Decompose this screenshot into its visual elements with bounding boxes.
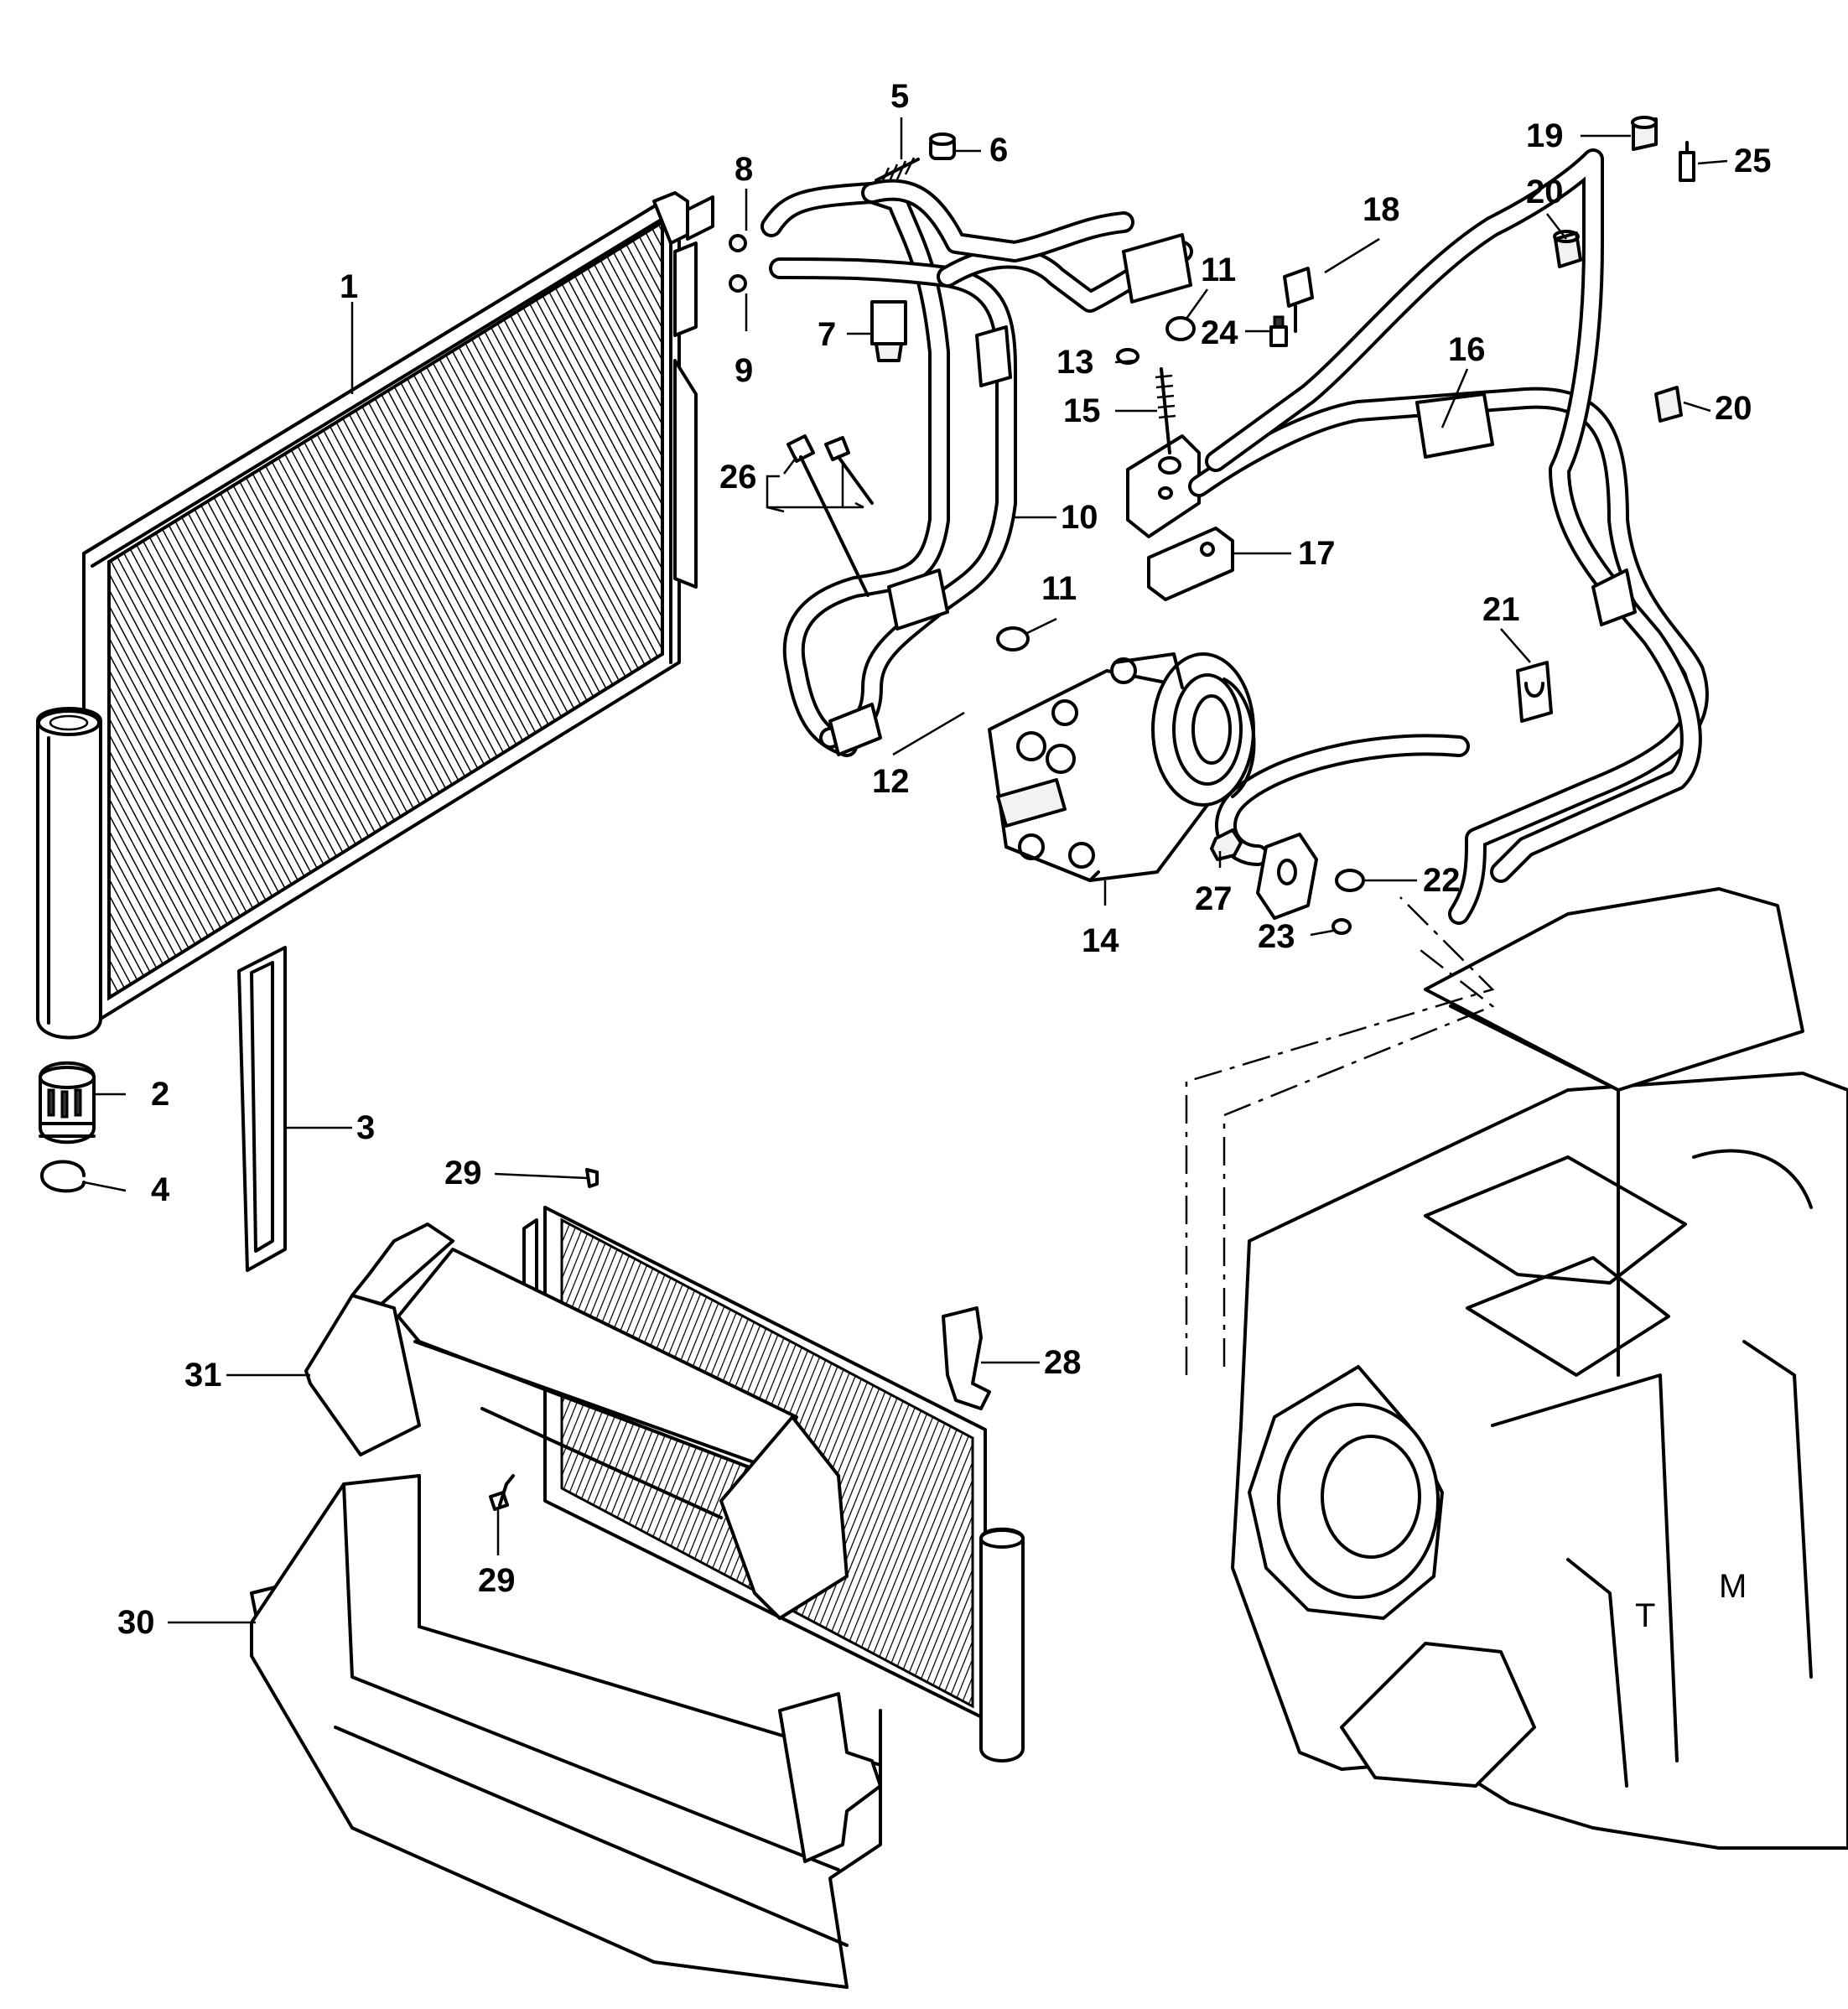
- o-ring-22: [1335, 869, 1365, 892]
- callout-4: 4: [151, 1171, 170, 1208]
- seal-strip: [237, 946, 287, 1272]
- callout-20-top: 20: [1526, 174, 1564, 210]
- pressure-sensor-port: [875, 132, 956, 187]
- cap-19: [1631, 116, 1658, 151]
- snap-ring: [40, 1160, 86, 1193]
- callout-12: 12: [872, 763, 910, 800]
- callout-11-lower: 11: [1041, 570, 1077, 607]
- callout-11-top: 11: [1201, 252, 1236, 288]
- callout-15: 15: [1063, 392, 1101, 429]
- o-rings-11-13: [1116, 316, 1196, 365]
- suction-discharge-lines: [760, 179, 1193, 757]
- receiver-drier: [36, 707, 102, 1040]
- callout-16: 16: [1448, 331, 1486, 368]
- callout-14: 14: [1082, 922, 1119, 959]
- callout-27: 27: [1195, 880, 1233, 917]
- bolts-26: [786, 434, 874, 597]
- stud-15: [1155, 367, 1176, 454]
- callout-25: 25: [1734, 143, 1772, 179]
- routing-line-a: [1185, 896, 1495, 1375]
- housing-letter-t: T: [1635, 1597, 1655, 1634]
- clip-21: [1516, 661, 1553, 723]
- service-valve-18: [1283, 267, 1314, 333]
- compressor: [988, 652, 1256, 882]
- screw-29-bottom: [489, 1474, 515, 1511]
- callout-7: 7: [818, 316, 836, 353]
- callout-24: 24: [1201, 314, 1238, 351]
- callout-1: 1: [340, 268, 358, 305]
- callout-30: 30: [117, 1604, 155, 1641]
- callout-8: 8: [735, 151, 753, 188]
- hvac-housing: T M: [1231, 887, 1848, 1850]
- o-ring-11-lower: [996, 626, 1030, 651]
- valve-block: [1126, 434, 1201, 538]
- bracket-17: [1147, 527, 1234, 601]
- callout-19: 19: [1526, 117, 1564, 154]
- leader-lines: [83, 117, 1728, 1624]
- callout-29-top: 29: [444, 1155, 482, 1191]
- callout-29-bottom: 29: [478, 1562, 516, 1599]
- callout-3: 3: [356, 1109, 375, 1146]
- callout-28: 28: [1044, 1344, 1082, 1381]
- callout-17: 17: [1298, 535, 1336, 572]
- housing-letter-m: M: [1719, 1568, 1747, 1605]
- bracket-28: [942, 1306, 991, 1410]
- condenser: [82, 191, 714, 1020]
- routing-line-b: [1222, 947, 1495, 1367]
- outlet-fitting-block: [1256, 833, 1318, 920]
- air-guide-30: [250, 1474, 882, 1989]
- callout-9: 9: [735, 352, 753, 389]
- callout-13: 13: [1056, 344, 1094, 381]
- service-valve-24: [1269, 315, 1288, 347]
- pressure-switch: [870, 300, 907, 362]
- cap-20-right: [1654, 386, 1683, 423]
- callout-26: 26: [719, 459, 757, 496]
- callout-labels: 1 2 3 4 5 6 7 8 9 10 11 11 12 13 14 15 1…: [117, 78, 1772, 1641]
- callout-10: 10: [1061, 499, 1098, 536]
- callout-18: 18: [1363, 191, 1400, 228]
- air-guide-31: [304, 1223, 849, 1620]
- seal-rings-8-9: [729, 234, 747, 293]
- filter-cartridge: [39, 1061, 96, 1145]
- callout-23: 23: [1258, 918, 1295, 955]
- callout-21: 21: [1482, 591, 1520, 628]
- callout-2: 2: [151, 1076, 169, 1113]
- callout-5: 5: [890, 78, 909, 115]
- liquid-line-16: [1188, 148, 1709, 925]
- callout-20-right: 20: [1715, 390, 1752, 427]
- callout-6: 6: [989, 132, 1008, 169]
- valve-core-25: [1679, 141, 1695, 182]
- screw-29-top: [585, 1168, 599, 1188]
- o-ring-23: [1331, 918, 1352, 935]
- callout-22: 22: [1423, 862, 1461, 899]
- cap-20-top: [1553, 230, 1582, 268]
- callout-31: 31: [184, 1357, 222, 1394]
